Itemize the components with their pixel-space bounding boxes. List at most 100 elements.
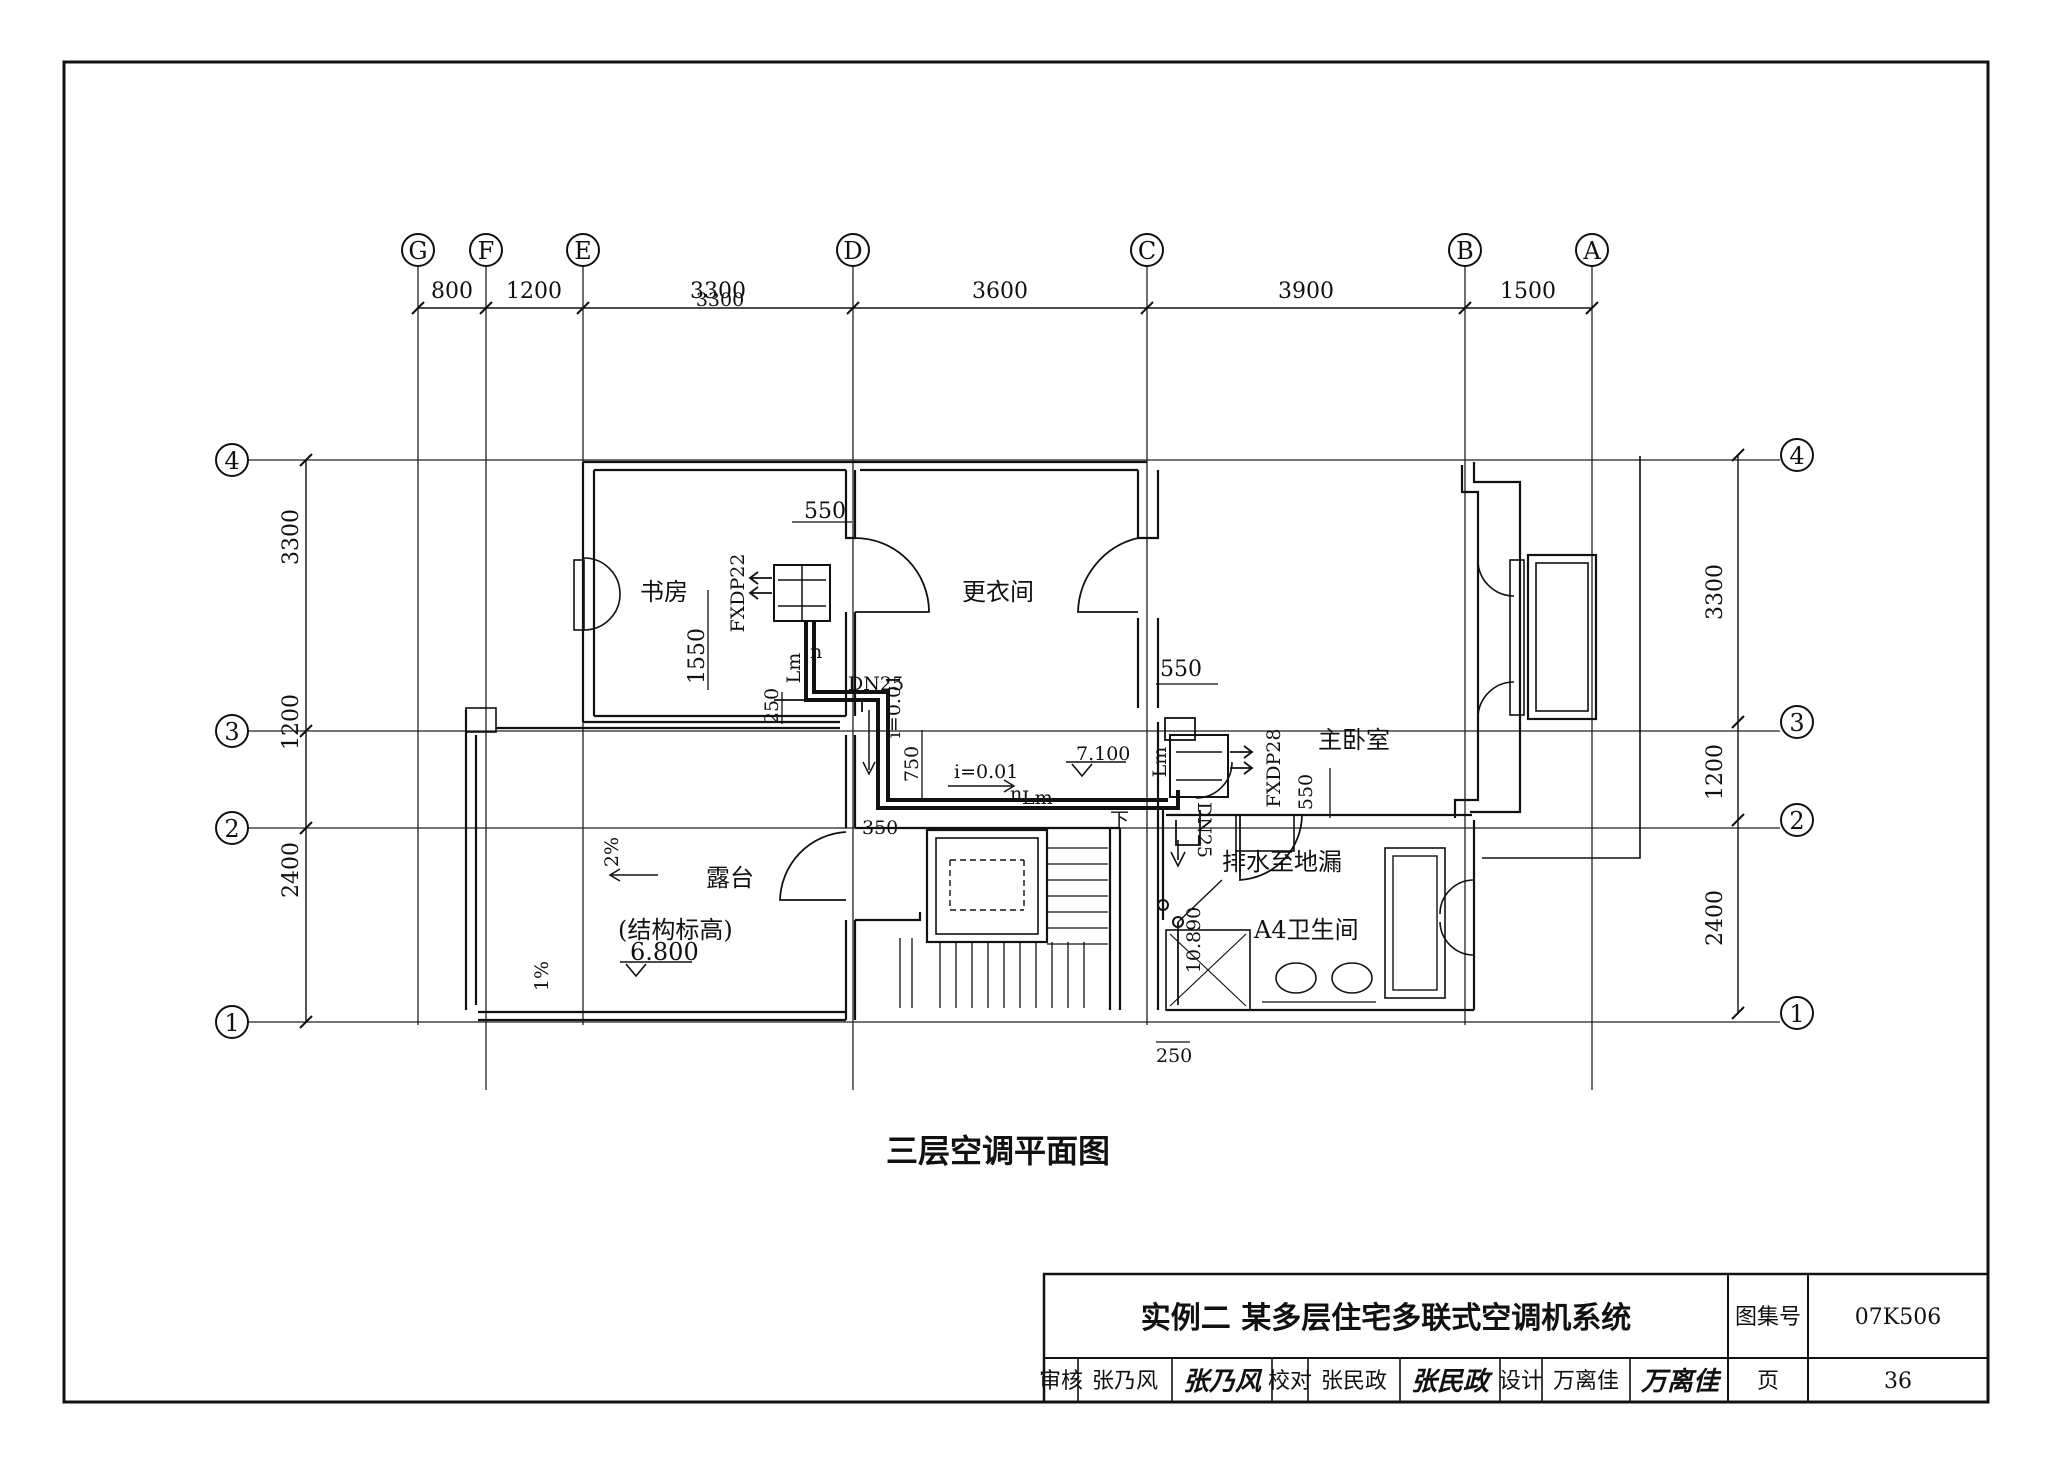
- dim-top-3-overprint: 3300: [696, 289, 744, 311]
- sheet-frame: [62, 60, 1990, 1404]
- n-label-a: n: [810, 641, 822, 663]
- svg-text:F: F: [478, 237, 495, 265]
- axis-bubble-4-right: 4: [1780, 438, 1814, 472]
- level-markers: [620, 761, 1126, 978]
- svg-text:3: 3: [1789, 709, 1804, 737]
- axis-bubble-1-left: 1: [215, 1005, 249, 1039]
- svg-text:B: B: [1456, 237, 1474, 265]
- right-dimension-line: 3300 1200 2400: [1703, 448, 1745, 1020]
- axis-bubble-2-left: 2: [215, 811, 249, 845]
- dim-550-b: 550: [1160, 657, 1202, 682]
- axis-bubble-2-right: 2: [1780, 803, 1814, 837]
- reviewer-name: 张乃风: [1092, 1369, 1158, 1394]
- left-dimension-line: 3300 1200 2400: [279, 453, 313, 1029]
- dim-550-c: 550: [1295, 774, 1317, 810]
- designer-name: 万离佳: [1553, 1369, 1619, 1394]
- checker-signature: 张民政: [1411, 1367, 1493, 1397]
- axis-bubble-3-right: 3: [1780, 705, 1814, 739]
- dim-750: 750: [901, 746, 923, 782]
- svg-text:4: 4: [224, 447, 239, 475]
- axis-bubble-d: D: [836, 233, 870, 267]
- dim-right-3: 2400: [1703, 890, 1728, 946]
- room-closet-label: 更衣间: [962, 578, 1034, 606]
- dim-right-2: 1200: [1703, 744, 1728, 800]
- top-dimension-line: 800 1200 3300 3300 3600 3900 1500: [411, 279, 1599, 315]
- checker-name: 张民政: [1321, 1369, 1387, 1394]
- pipe-size-dn25-b: DN25: [1193, 802, 1215, 858]
- room-master-label: 主卧室: [1318, 726, 1390, 754]
- title-block-title: 实例二 某多层住宅多联式空调机系统: [1141, 1301, 1631, 1336]
- level-7100: 7.100: [1076, 743, 1130, 765]
- room-labels: 书房 更衣间 主卧室 露台 (结构标高) 6.800 A4卫生间: [618, 578, 1390, 966]
- level-10890: 10.890: [1183, 907, 1205, 973]
- atlas-no-label: 图集号: [1735, 1305, 1801, 1330]
- svg-text:A: A: [1582, 237, 1601, 265]
- n-label-b: n: [1010, 783, 1022, 805]
- title-block: 实例二 某多层住宅多联式空调机系统 图集号 07K506 页 36 审核 张乃风…: [1039, 1272, 1990, 1404]
- inner-dimensions: [707, 521, 1331, 1043]
- plan-title: 三层空调平面图: [886, 1132, 1110, 1170]
- fxdp22-label: FXDP22: [727, 554, 749, 633]
- dim-1550: 1550: [685, 628, 710, 684]
- axis-bubble-1-right: 1: [1780, 996, 1814, 1030]
- check-label: 校对: [1268, 1369, 1312, 1394]
- axis-bubble-b: B: [1448, 233, 1482, 267]
- dim-550-a: 550: [804, 499, 846, 524]
- review-label: 审核: [1039, 1369, 1083, 1394]
- walls: [464, 456, 1641, 1022]
- row-bubbles: 4 3 2 1 4 3 2 1: [215, 438, 1814, 1039]
- ac-indoor-units: [773, 564, 1229, 798]
- room-study-label: 书房: [640, 578, 688, 606]
- axis-bubble-3-left: 3: [215, 714, 249, 748]
- dim-right-1: 3300: [1703, 564, 1728, 620]
- axis-bubble-e: E: [566, 233, 600, 267]
- room-terrace-label: 露台: [706, 864, 754, 892]
- atlas-no: 07K506: [1855, 1305, 1941, 1330]
- slope-label-a: i=0.01: [954, 761, 1018, 783]
- dim-250-a: 250: [761, 688, 783, 724]
- page-label: 页: [1757, 1369, 1779, 1394]
- room-bath-label: A4卫生间: [1253, 916, 1359, 944]
- fxdp28-label: FXDP28: [1263, 729, 1285, 808]
- pipe-size-dn25-a: DN25: [848, 673, 904, 695]
- svg-text:D: D: [843, 237, 862, 265]
- slope-2pct: 2%: [601, 837, 623, 867]
- dim-top-6: 1500: [1500, 279, 1556, 304]
- stair-down-label: 下: [1110, 809, 1129, 831]
- dim-top-1: 800: [431, 279, 473, 304]
- dim-350: 350: [862, 817, 898, 839]
- svg-text:E: E: [574, 237, 592, 265]
- svg-text:1: 1: [1789, 1000, 1804, 1028]
- design-label: 设计: [1499, 1369, 1543, 1394]
- axis-grid: [248, 266, 1780, 1090]
- dim-left-2: 1200: [279, 694, 304, 750]
- dim-left-1: 3300: [279, 509, 304, 565]
- dim-top-4: 3600: [972, 279, 1028, 304]
- svg-text:G: G: [408, 237, 427, 265]
- svg-text:4: 4: [1789, 442, 1804, 470]
- axis-bubble-f: F: [469, 233, 503, 267]
- lm-label-c: Lm: [1149, 747, 1171, 778]
- axis-bubble-a: A: [1575, 233, 1609, 267]
- dim-250-b: 250: [1156, 1045, 1192, 1067]
- slope-1pct: 1%: [531, 961, 553, 991]
- slope-label-b: i=0.01: [883, 674, 905, 738]
- svg-text:1: 1: [224, 1009, 239, 1037]
- svg-text:2: 2: [1789, 807, 1804, 835]
- terrace-note: (结构标高): [618, 916, 733, 944]
- svg-text:C: C: [1138, 237, 1156, 265]
- svg-text:2: 2: [224, 815, 239, 843]
- dim-top-2: 1200: [506, 279, 562, 304]
- svg-text:3: 3: [224, 718, 239, 746]
- fxdp28-unit: [1169, 734, 1229, 798]
- annotations: 550 1550 250 550 750 550 350 250 FXDP22 …: [531, 499, 1342, 1067]
- column-bubbles: G F E D C B A: [401, 233, 1609, 267]
- reviewer-signature: 张乃风: [1183, 1367, 1263, 1397]
- drain-note: 排水至地漏: [1222, 848, 1342, 876]
- dim-top-3: 3300: [690, 279, 746, 304]
- designer-signature: 万离佳: [1640, 1367, 1722, 1397]
- dim-top-5: 3900: [1278, 279, 1334, 304]
- lm-label-b: Lm: [1022, 787, 1053, 809]
- page-no: 36: [1884, 1369, 1912, 1394]
